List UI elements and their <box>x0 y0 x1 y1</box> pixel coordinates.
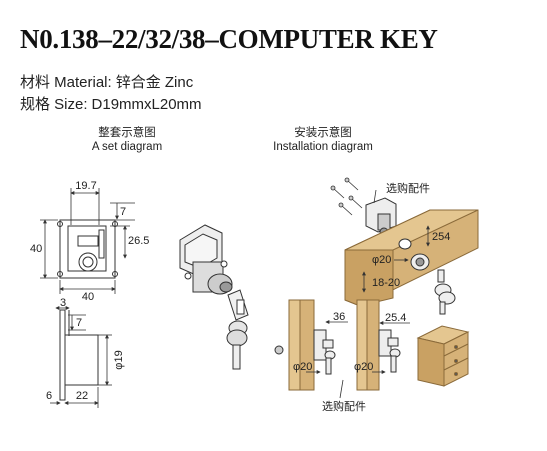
product-title: N0.138–22/32/38–COMPUTER KEY <box>20 24 438 54</box>
screws-illustration <box>330 177 363 216</box>
dim-base-width: 22 <box>76 390 88 402</box>
set-diagram-caption-en: A set diagram <box>91 141 163 153</box>
installation-2-lock <box>378 329 401 373</box>
lock-front-view <box>57 219 118 279</box>
spec-size-label: 规格 Size: <box>20 96 88 113</box>
small-lock-top <box>365 197 397 237</box>
spec-size: 规格 Size:D19mmxL20mm <box>20 93 202 114</box>
dim-pin-width: 3 <box>60 297 66 309</box>
installation-1-lock <box>274 329 336 375</box>
board-dimension-lines <box>362 225 430 293</box>
dim-install1-hole: φ20 <box>293 361 312 373</box>
optional-parts-label-bottom: 选购配件 <box>322 399 366 413</box>
dim-hole-dia: φ20 <box>372 254 391 266</box>
optional-parts-label-top: 选购配件 <box>386 181 430 195</box>
board-lock <box>398 238 430 271</box>
dim-top-offset: 7 <box>120 206 126 218</box>
installation-diagram-caption: 安装示意图 Installation diagram <box>258 126 388 154</box>
dim-top-width: 19.7 <box>75 180 96 192</box>
optional-parts-bottom-pointer <box>339 379 344 399</box>
dim-install1: 36 <box>333 311 345 323</box>
wood-board <box>344 209 479 307</box>
installation-1 <box>288 299 315 391</box>
front-dimension-lines <box>40 188 135 294</box>
installation-2 <box>356 299 380 391</box>
dim-side-height: 26.5 <box>128 235 149 247</box>
dim-cylinder-dia: φ19 <box>113 350 125 369</box>
installation-diagram-caption-en: Installation diagram <box>273 141 373 153</box>
installation-2-dims <box>372 321 410 374</box>
set-diagram-caption-cn: 整套示意图 <box>98 127 156 139</box>
dim-pin-height: 7 <box>76 317 82 329</box>
spec-size-value: D19mmxL20mm <box>91 96 202 113</box>
dim-board-thickness: 254 <box>432 231 450 243</box>
lock-isometric-illustration <box>179 224 233 295</box>
dim-board-range: 18-20 <box>372 277 400 289</box>
optional-parts-pointer <box>373 189 377 204</box>
installation-diagram-caption-cn: 安装示意图 <box>294 127 352 139</box>
spec-material-value: 锌合金 Zinc <box>115 74 194 91</box>
set-diagram-caption: 整套示意图 A set diagram <box>72 126 182 154</box>
side-dimension-lines <box>50 306 112 408</box>
spec-material: 材料 Material:锌合金 Zinc <box>20 71 193 92</box>
dim-bottom-width: 40 <box>82 291 94 303</box>
cabinet-illustration <box>416 325 470 387</box>
installation-1-dims <box>306 320 348 374</box>
dim-base-left: 6 <box>46 390 52 402</box>
keys-illustration <box>226 289 249 370</box>
dim-install2: 25.4 <box>385 312 406 324</box>
dim-install2-hole: φ20 <box>354 361 373 373</box>
board-keys <box>434 269 456 315</box>
lock-side-view <box>59 309 99 401</box>
spec-material-label: 材料 Material: <box>20 74 112 91</box>
dim-height: 40 <box>30 243 42 255</box>
